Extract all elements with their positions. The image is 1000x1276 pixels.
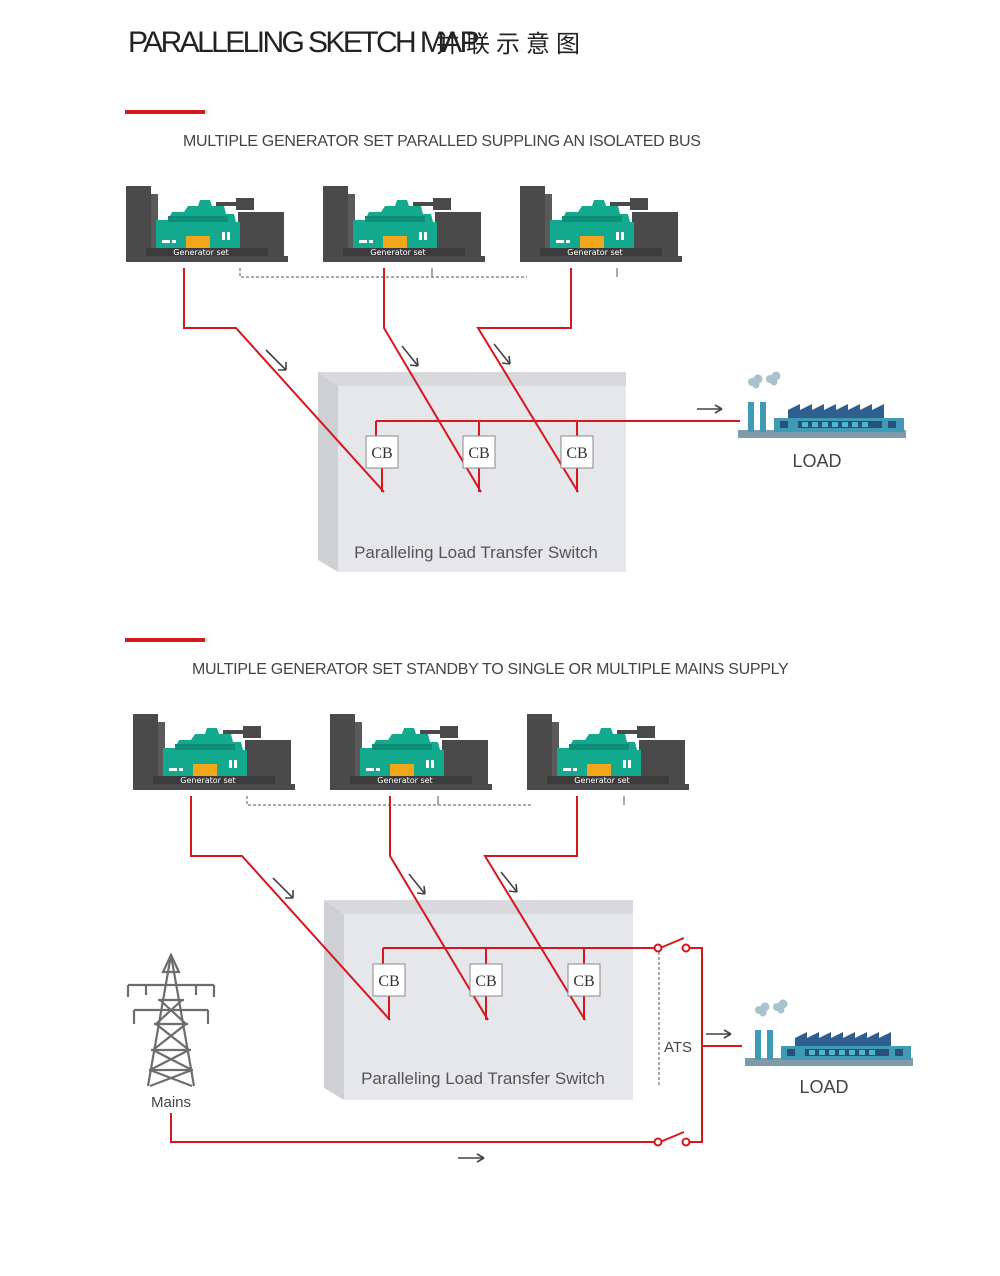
generator-label: Generator set <box>180 776 235 785</box>
generator-set-icon: Generator set <box>330 714 492 790</box>
generator-label: Generator set <box>173 248 228 257</box>
arrow-icon <box>706 1029 732 1039</box>
bus-drop-wires <box>375 421 578 437</box>
arrow-icon <box>697 404 723 414</box>
generator-label: Generator set <box>377 776 432 785</box>
circuit-breaker-1: CB <box>365 435 399 469</box>
circuit-breaker-1: CB <box>372 963 406 997</box>
generator-3-feed-wire <box>476 268 579 493</box>
circuit-breaker-2: CB <box>462 435 496 469</box>
generator-set-icon: Generator set <box>126 186 288 262</box>
paralleling-switch-panel: Paralleling Load Transfer Switch <box>324 900 633 1100</box>
mains-label: Mains <box>151 1094 191 1111</box>
ats-label: ATS <box>664 1039 692 1056</box>
arrow-icon <box>500 871 518 893</box>
load-label: LOAD <box>792 451 841 471</box>
generator-2-feed-wire <box>383 268 482 493</box>
generator-label: Generator set <box>370 248 425 257</box>
power-tower-icon <box>126 952 216 1088</box>
switch-panel-label: Paralleling Load Transfer Switch <box>361 1069 605 1088</box>
arrow-icon <box>401 345 419 367</box>
circuit-breaker-2: CB <box>469 963 503 997</box>
page-title-english: PARALLELING SKETCH MAP <box>128 26 479 59</box>
load-label: LOAD <box>799 1077 848 1097</box>
switch-panel-label: Paralleling Load Transfer Switch <box>354 543 598 562</box>
sync-link-dashed <box>246 796 533 806</box>
generator-1-feed-wire <box>183 268 385 493</box>
generator-set-icon: Generator set <box>133 714 295 790</box>
arrow-icon <box>408 873 426 895</box>
circuit-breaker-3: CB <box>560 435 594 469</box>
generator-3-feed-wire <box>483 796 586 1021</box>
section-1: MULTIPLE GENERATOR SET PARALLED SUPPLING… <box>125 110 906 572</box>
sync-link-dashed <box>239 268 527 278</box>
paralleling-switch-panel: Paralleling Load Transfer Switch <box>318 372 626 572</box>
cb-outlet-wires <box>381 468 578 492</box>
cb-label: CB <box>371 445 392 462</box>
generator-2-feed-wire <box>389 796 489 1021</box>
arrow-icon <box>272 877 294 899</box>
section-1-title: MULTIPLE GENERATOR SET PARALLED SUPPLING… <box>183 133 701 150</box>
generator-set-icon: Generator set <box>520 186 682 262</box>
section-2: MULTIPLE GENERATOR SET STANDBY TO SINGLE… <box>125 638 913 1163</box>
ats-switch-bottom <box>653 1131 691 1147</box>
factory-icon <box>745 1030 913 1066</box>
smoke-icon <box>755 999 788 1017</box>
cb-outlet-wires <box>388 996 585 1020</box>
generator-label: Generator set <box>567 248 622 257</box>
smoke-icon <box>748 371 781 389</box>
generator-set-icon: Generator set <box>527 714 689 790</box>
section-2-accent-bar <box>125 638 205 642</box>
section-1-accent-bar <box>125 110 205 114</box>
cb-label: CB <box>566 445 587 462</box>
arrow-icon <box>493 343 511 365</box>
generator-label: Generator set <box>574 776 629 785</box>
arrow-icon <box>458 1153 485 1163</box>
generator-set-icon: Generator set <box>323 186 485 262</box>
mains-feed-wire <box>170 1113 654 1143</box>
factory-icon <box>738 402 906 438</box>
generator-1-feed-wire <box>190 796 391 1021</box>
cb-label: CB <box>378 973 399 990</box>
section-2-title: MULTIPLE GENERATOR SET STANDBY TO SINGLE… <box>192 661 789 678</box>
page-title-chinese: 并联示意图 <box>436 30 586 58</box>
bus-drop-wires <box>382 948 585 964</box>
cb-label: CB <box>475 973 496 990</box>
circuit-breaker-3: CB <box>567 963 601 997</box>
cb-label: CB <box>573 973 594 990</box>
arrow-icon <box>265 349 287 371</box>
cb-label: CB <box>468 445 489 462</box>
